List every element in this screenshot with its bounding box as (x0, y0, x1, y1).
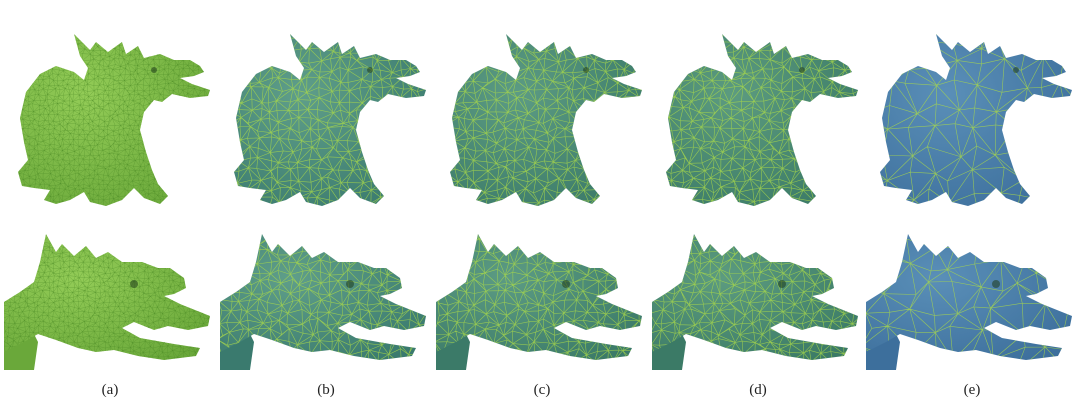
panel-label: (e) (963, 382, 981, 398)
mesh-render-d-top (666, 34, 858, 206)
dragon-head-closeup (866, 222, 1078, 370)
mesh-render-b-bottom (220, 234, 426, 370)
eye-detail (799, 67, 805, 73)
eye-detail (346, 280, 354, 288)
dragon-silhouette (450, 34, 642, 206)
panel-label: (d) (749, 382, 767, 398)
eye-detail (151, 67, 157, 73)
dragon-head-closeup (4, 222, 216, 370)
eye-detail (1013, 67, 1019, 73)
dragon-silhouette (234, 34, 426, 206)
mesh-render-a-top (18, 34, 210, 206)
column-c: (c) (436, 0, 648, 411)
dragon-head-closeup (652, 222, 864, 370)
column-b: (b) (220, 0, 432, 411)
dragon-full-view (220, 20, 432, 216)
column-d: (d) (652, 0, 864, 411)
dragon-head-closeup (220, 222, 432, 370)
eye-detail (562, 280, 570, 288)
panel-label: (a) (101, 382, 119, 398)
eye-detail (778, 280, 786, 288)
eye-detail (583, 67, 589, 73)
mesh-render-e-bottom (866, 234, 1072, 370)
dragon-full-view (652, 20, 864, 216)
mesh-render-e-top (880, 34, 1072, 206)
mesh-render-a-bottom (4, 234, 210, 370)
dragon-full-view (436, 20, 648, 216)
eye-detail (992, 280, 1000, 288)
dragon-full-view (4, 20, 216, 216)
eye-detail (130, 280, 138, 288)
eye-detail (367, 67, 373, 73)
column-e: (e) (866, 0, 1078, 411)
mesh-render-c-top (450, 34, 642, 206)
dragon-silhouette (880, 34, 1072, 206)
mesh-render-c-bottom (436, 234, 642, 370)
dragon-full-view (866, 20, 1078, 216)
mesh-render-d-bottom (652, 234, 858, 370)
dragon-head-closeup (436, 222, 648, 370)
dragon-silhouette (652, 234, 858, 360)
dragon-silhouette (866, 234, 1072, 360)
panel-label: (b) (317, 382, 335, 398)
mesh-render-b-top (234, 34, 426, 206)
panel-label: (c) (533, 382, 551, 398)
column-a: (a) (4, 0, 216, 411)
